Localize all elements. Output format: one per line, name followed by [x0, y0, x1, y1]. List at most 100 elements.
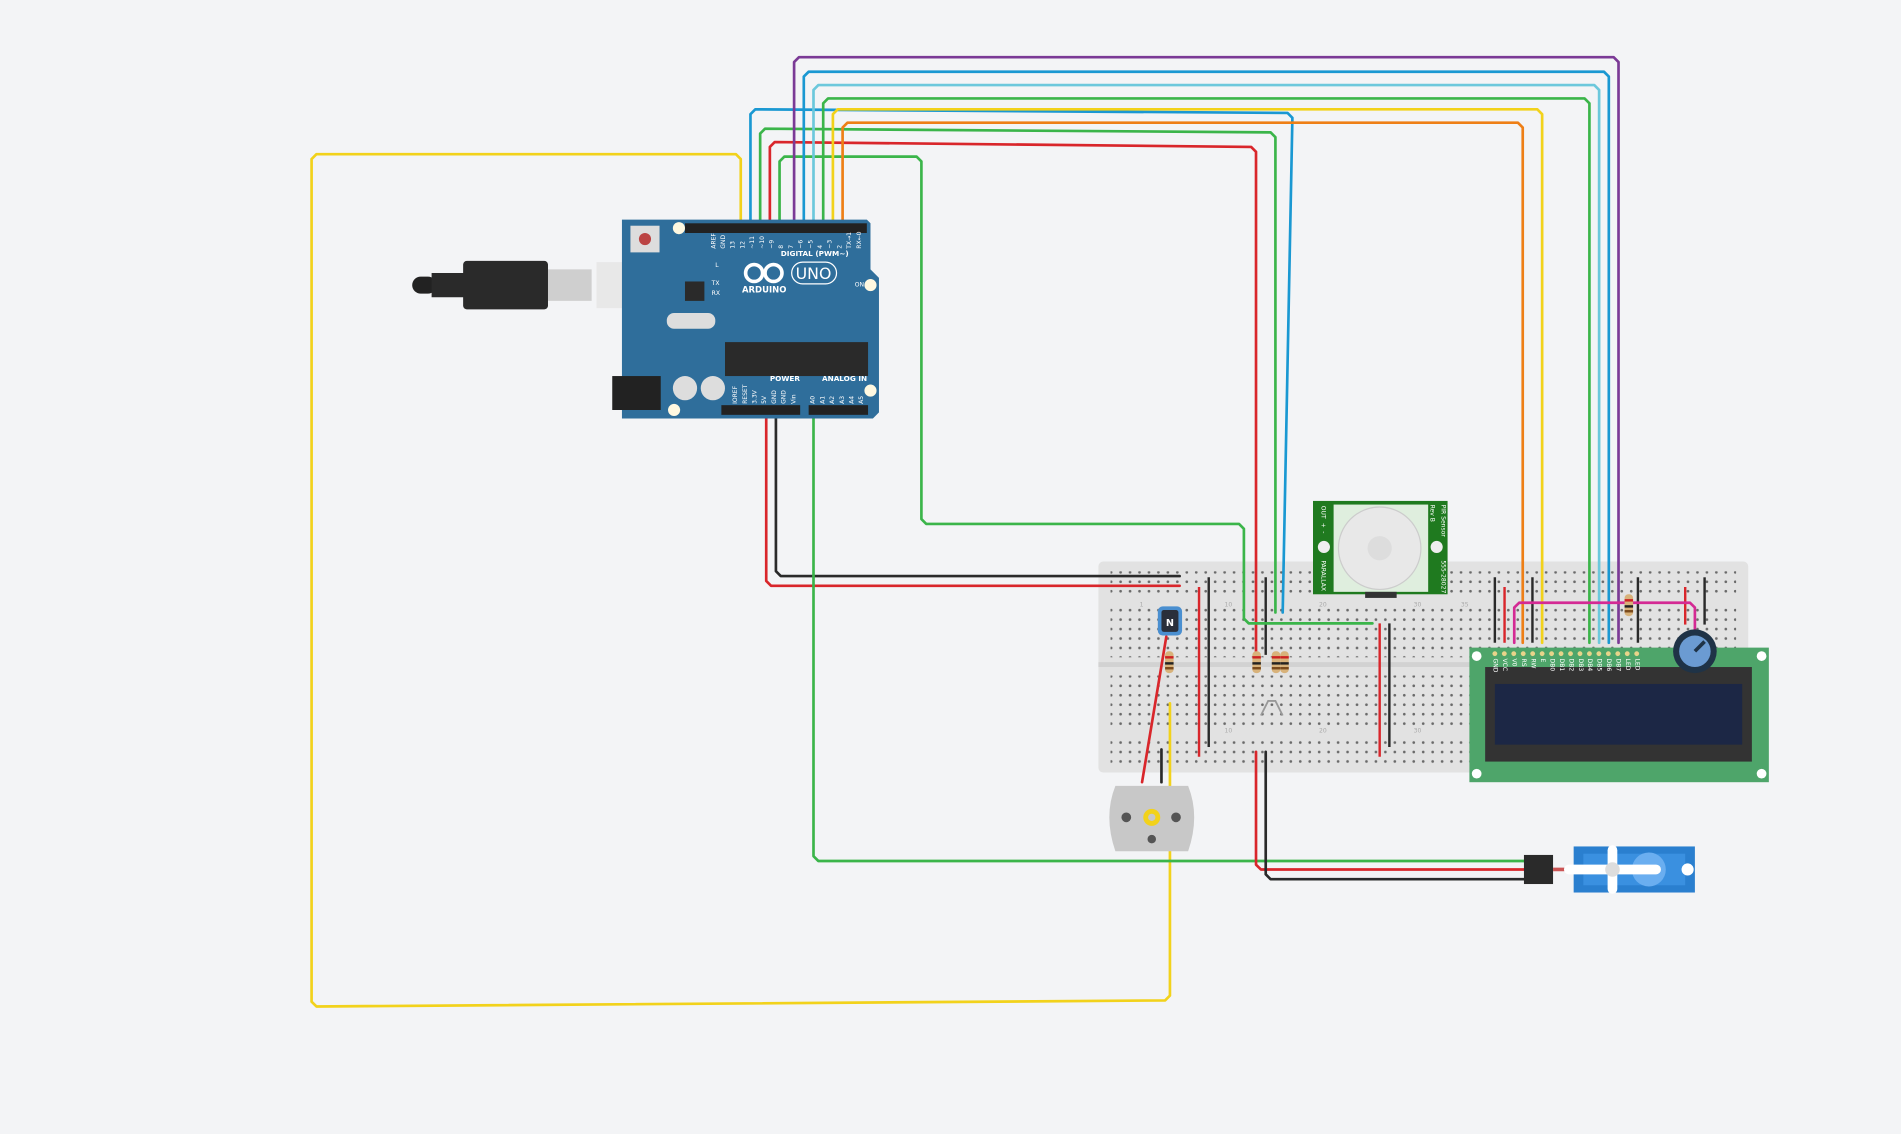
- pir-pin-out: OUT: [1319, 506, 1326, 519]
- lcd-pin: [1596, 651, 1602, 657]
- analog-pin-label: A1: [819, 396, 826, 404]
- lcd-pin-label: DB4: [1586, 659, 1593, 672]
- power-pin-label: RESET: [742, 384, 749, 404]
- pir-part: 555-28027: [1440, 560, 1447, 593]
- resistor: [1271, 651, 1281, 674]
- arduino-logo-icon: [743, 262, 784, 284]
- wire-cyan-pin5: [812, 83, 1601, 645]
- lcd-pin: [1586, 651, 1592, 657]
- lcd-pin: [1549, 651, 1555, 657]
- digital-pin-label: RX←0: [856, 231, 863, 248]
- analog-pin-label: A2: [829, 396, 836, 404]
- led[interactable]: [1260, 700, 1284, 716]
- servo-motor[interactable]: [1523, 845, 1695, 894]
- power-pin-label: 3.3V: [752, 389, 759, 404]
- lcd-pin: [1615, 651, 1621, 657]
- wire-purple-pin7: [792, 55, 1620, 645]
- lcd-pin-label: RW: [1529, 659, 1536, 669]
- dc-motor[interactable]: [1109, 785, 1195, 852]
- digital-pin-label: 8: [778, 245, 785, 249]
- bb-col-label: 20: [1319, 727, 1327, 734]
- resistor: [1165, 651, 1174, 674]
- transistor-label: N: [1166, 618, 1174, 629]
- lcd-pin-label: VCC: [1501, 659, 1508, 672]
- wire-red-pin9: [768, 140, 1258, 657]
- digital-pin-label: AREF: [710, 233, 717, 249]
- analog-pin-label: A3: [839, 396, 846, 404]
- lcd-pin: [1558, 651, 1564, 657]
- digital-pin-label: ~6: [798, 240, 805, 249]
- breadboard-jumpers[interactable]: [1197, 577, 1706, 757]
- power-pin-label: GND: [781, 390, 788, 404]
- digital-pin-label: 7: [788, 245, 795, 249]
- arduino-brand: ARDUINO: [742, 284, 786, 294]
- led-label-tx: TX: [711, 280, 720, 287]
- bb-col-label: 30: [1414, 727, 1422, 734]
- bb-col-label: 30: [1414, 601, 1422, 608]
- digital-pin-label: 2: [836, 245, 843, 249]
- wire-yellow-pin12-motor: [310, 152, 1172, 1008]
- analog-pin-label: A0: [810, 396, 817, 404]
- lcd-pin-label: V0: [1511, 659, 1518, 667]
- lcd-pin-label: DB0: [1548, 659, 1555, 672]
- wire-green-pin10: [758, 127, 1277, 614]
- digital-pin-label: GND: [720, 235, 727, 249]
- bb-col-label: 10: [1224, 727, 1232, 734]
- lcd-pin: [1577, 651, 1583, 657]
- wire-black-gnd: [774, 408, 1181, 578]
- pir-rev: Rev B: [1429, 505, 1436, 522]
- npn-transistor[interactable]: N: [1157, 606, 1183, 636]
- digital-pin-label: ~5: [807, 240, 814, 249]
- lcd-pin: [1501, 651, 1507, 657]
- resistor: [1252, 651, 1261, 674]
- lcd-pin: [1605, 651, 1611, 657]
- led-label-on: ON: [855, 281, 864, 288]
- resistor: [1280, 651, 1289, 674]
- lcd-pin-label: LED: [1624, 659, 1631, 671]
- resistors[interactable]: [1165, 594, 1634, 674]
- wire-green-a0-servo: [812, 408, 1527, 863]
- lcd-pin-label: DB5: [1596, 659, 1603, 672]
- wires[interactable]: [310, 55, 1697, 1008]
- lcd-pin-label: GND: [1492, 659, 1499, 673]
- lcd-pin-label: LED: [1633, 659, 1640, 671]
- power-pin-label: Vin: [790, 394, 797, 404]
- wire-magenta-v0: [1512, 601, 1697, 645]
- analog-label: ANALOG IN: [822, 374, 867, 383]
- led-label-l: L: [715, 262, 719, 269]
- wire-blue-pin6: [802, 70, 1611, 645]
- pir-pin-minus: -: [1319, 531, 1326, 533]
- potentiometer[interactable]: [1673, 629, 1717, 674]
- digital-pin-label: 13: [730, 241, 737, 249]
- wire-green-pin4: [821, 97, 1591, 645]
- lcd-pin-label: E: [1539, 659, 1546, 663]
- wire-green-pin8-pir: [778, 155, 1374, 625]
- bb-col-label: 20: [1319, 601, 1327, 608]
- wire-blue-pin11: [749, 107, 1294, 614]
- wire-yellow-pin3: [831, 107, 1544, 645]
- digital-pin-label: ~9: [768, 240, 775, 249]
- lcd-pin-label: DB3: [1577, 659, 1584, 672]
- pir-pin-plus: +: [1319, 523, 1326, 528]
- power-pin-label: 5V: [761, 395, 768, 404]
- digital-pin-label: ~11: [749, 236, 756, 249]
- arduino-uno[interactable]: UNO ARDUINO DIGITAL (PWM~) POWER ANALOG …: [612, 219, 879, 419]
- analog-pin-label: A5: [858, 396, 865, 404]
- lcd-pin: [1511, 651, 1517, 657]
- digital-pin-label: TX→1: [846, 232, 853, 250]
- arduino-model: UNO: [796, 264, 832, 283]
- pir-sensor[interactable]: OUT + - PIR Sensor Rev B 555-28027 PARAL…: [1312, 500, 1448, 598]
- power-pin-label: IOREF: [732, 385, 739, 404]
- lcd-pin-label: DB2: [1567, 659, 1574, 672]
- wire-red-5v: [764, 408, 1181, 588]
- lcd-pin: [1492, 651, 1498, 657]
- lcd-pin: [1624, 651, 1630, 657]
- lcd-pin: [1530, 651, 1536, 657]
- wire-red-servo: [1254, 750, 1529, 871]
